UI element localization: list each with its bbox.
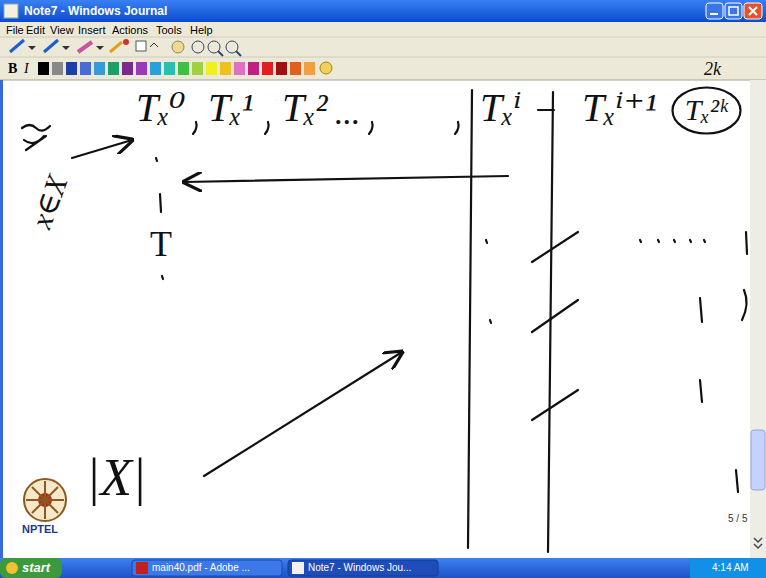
menu-item: Tools [156,25,182,36]
menu-item: File [6,25,24,36]
taskbar-item: main40.pdf - Adobe ... [152,563,250,573]
page-indicator: 5 / 5 [728,514,747,524]
handwritten-term: Tₓ² [282,88,328,128]
handwritten-membership: x∈X [26,171,73,232]
handwritten-term: Tₓ²ᵏ [685,95,728,125]
handwritten-term: Tₓⁱ [480,88,522,128]
handwritten-letter: T [150,226,172,262]
handwritten-term: Tₓ¹ [208,88,254,128]
menu-item: View [50,25,74,36]
menu-item: Edit [26,25,45,36]
start-button: start [22,561,50,574]
bold-button: B [8,62,17,76]
handwritten-ellipsis: ... [334,96,360,130]
handwritten-exponent: 2k [704,60,721,78]
menu-item: Help [190,25,213,36]
menu-item: Insert [78,25,106,36]
menu-item: Actions [112,25,148,36]
handwritten-cardinality: |X| [86,452,146,504]
window-title: Note7 - Windows Journal [24,5,167,17]
circled-term: Tₓ²ᵏ [671,86,742,135]
handwritten-term: Tₓⁱ⁺¹ [582,88,657,128]
logo-text: NPTEL [22,524,58,535]
handwritten-term: Tₓ⁰ [136,88,186,128]
italic-button: I [24,62,29,76]
taskbar-item: Note7 - Windows Jou... [308,563,411,573]
clock: 4:14 AM [712,563,749,573]
